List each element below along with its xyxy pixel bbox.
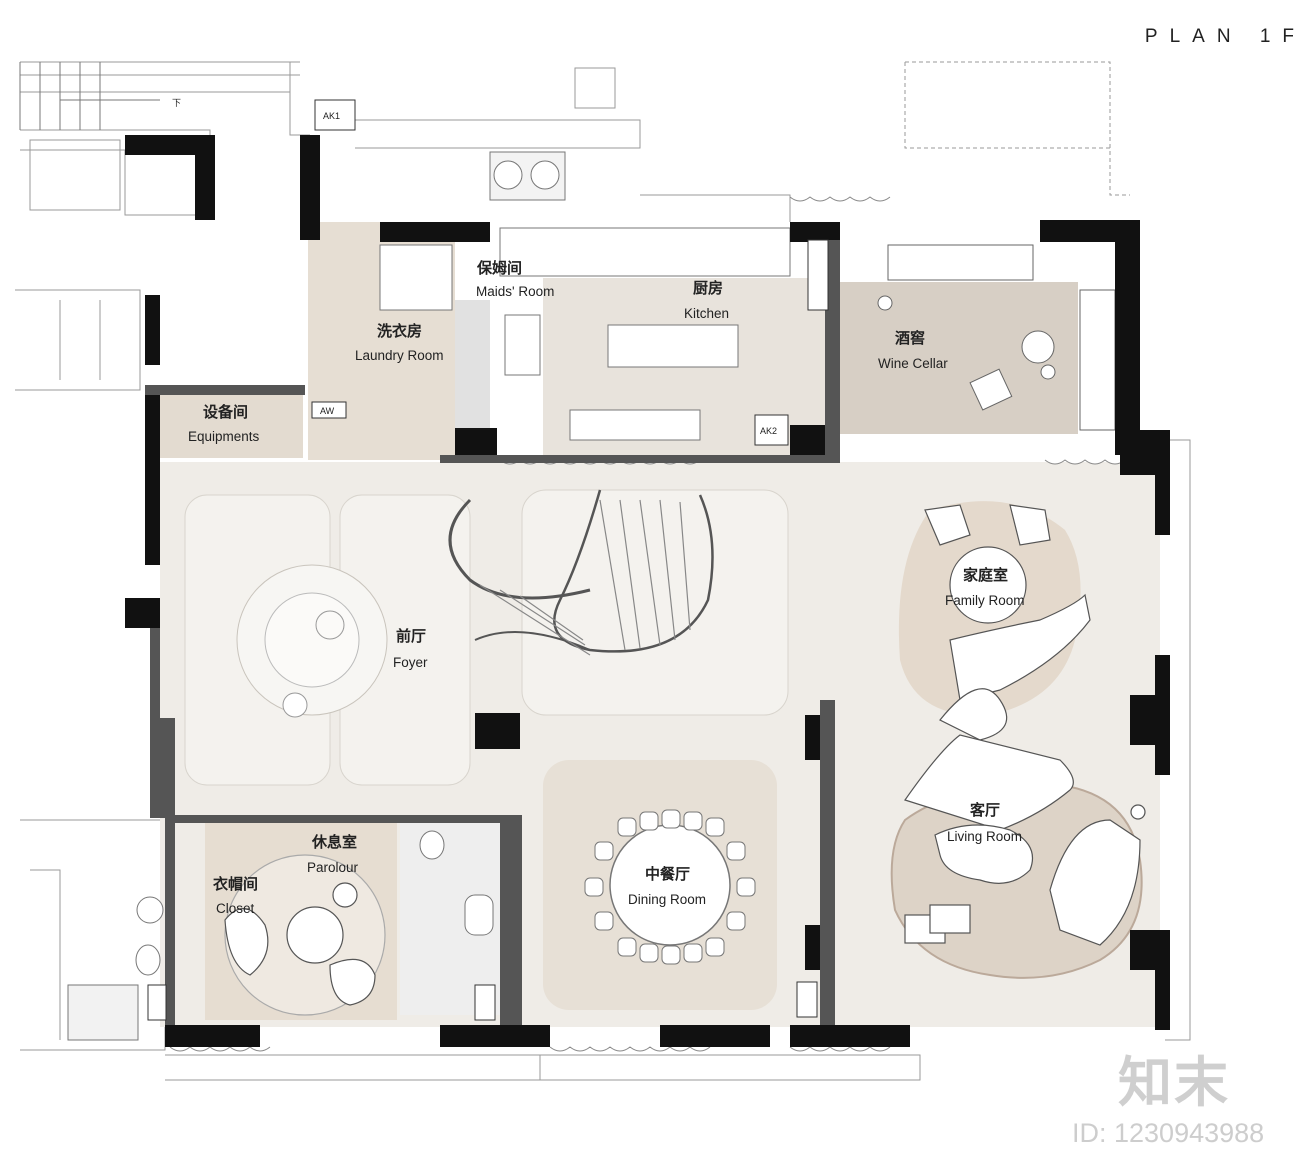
- page-title: PLAN 1F: [1144, 26, 1306, 47]
- bath-fixtures: [67, 830, 494, 1041]
- room-label-en: Living Room: [947, 829, 1022, 844]
- room-label-zh: 洗衣房: [377, 322, 422, 340]
- room-label-zh: 设备间: [203, 403, 248, 421]
- room-label-en: Laundry Room: [355, 348, 444, 363]
- room-label-en: Wine Cellar: [878, 356, 948, 371]
- room-label-zh: 客厅: [969, 801, 1000, 819]
- family-furniture: [924, 504, 1091, 741]
- parlour-furniture: [224, 854, 386, 1016]
- room-label-zh: 保姆间: [476, 259, 522, 277]
- room-label-en: Kitchen: [684, 306, 729, 321]
- room-label-zh: 衣帽间: [213, 875, 258, 893]
- tag-down: 下: [172, 98, 181, 108]
- watermark-id: ID: 1230943988: [1072, 1118, 1265, 1148]
- spiral-stair: [448, 489, 714, 656]
- room-label-zh: 中餐厅: [645, 865, 690, 883]
- dining-table: [584, 809, 756, 965]
- room-label-en: Maids' Room: [476, 284, 554, 299]
- room-label-en: Dining Room: [628, 892, 706, 907]
- foyer-feature: [236, 564, 388, 718]
- column: [475, 713, 520, 749]
- room-label-en: Parolour: [307, 860, 359, 875]
- tag-ak1: AK1: [323, 111, 340, 121]
- exterior-stair: [19, 62, 160, 130]
- room-label-zh: 休息室: [311, 833, 357, 851]
- room-label-zh: 酒窖: [895, 329, 925, 347]
- walls: [125, 135, 1170, 1047]
- room-label-zh: 家庭室: [963, 566, 1008, 584]
- room-label-en: Family Room: [945, 593, 1025, 608]
- exterior-linework: [15, 61, 1191, 1081]
- room-label-en: Foyer: [393, 655, 428, 670]
- living-furniture: [904, 734, 1146, 946]
- room-label-zh: 前厅: [396, 627, 426, 645]
- equipment-tags: AK1 AK2 AW 下: [147, 98, 829, 1021]
- room-label-zh: 厨房: [693, 279, 723, 297]
- room-labels: 保姆间 Maids' Room 厨房 Kitchen 酒窖 Wine Cella…: [188, 259, 1025, 916]
- room-label-en: Equipments: [188, 429, 260, 444]
- tag-ak2: AK2: [760, 426, 777, 436]
- tag-aw: AW: [320, 406, 335, 416]
- kitchen-fixtures: [379, 151, 791, 441]
- room-label-en: Closet: [216, 901, 255, 916]
- watermark-brand: 知末: [1118, 1051, 1230, 1114]
